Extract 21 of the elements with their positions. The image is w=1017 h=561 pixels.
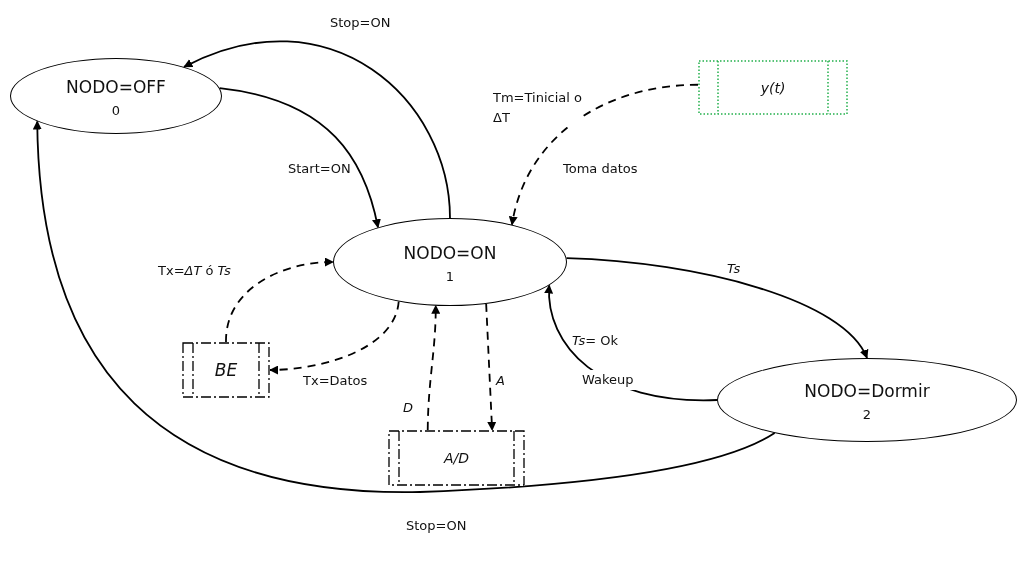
arrow — [565, 257, 868, 359]
state-number: 1 — [445, 269, 455, 285]
state-number: 0 — [111, 103, 121, 119]
block-label: y(t) — [760, 79, 786, 96]
block-box — [182, 342, 270, 398]
arrow — [225, 257, 334, 343]
block-box — [388, 430, 525, 486]
state-name: NODO=ON — [403, 243, 497, 264]
arrow — [33, 120, 776, 493]
arrow — [509, 83, 699, 226]
edge-label: Stop=ON — [406, 518, 467, 534]
block-label: A/D — [443, 450, 470, 466]
edge-label: Stop=ON — [330, 15, 391, 31]
arrow — [269, 300, 400, 375]
block-label: BE — [214, 360, 238, 380]
arrow — [426, 304, 441, 431]
block-box — [698, 60, 848, 115]
state-name: NODO=Dormir — [804, 381, 930, 402]
state-name: NODO=OFF — [66, 77, 166, 98]
arrow — [183, 40, 451, 219]
state-number: 2 — [862, 407, 872, 423]
